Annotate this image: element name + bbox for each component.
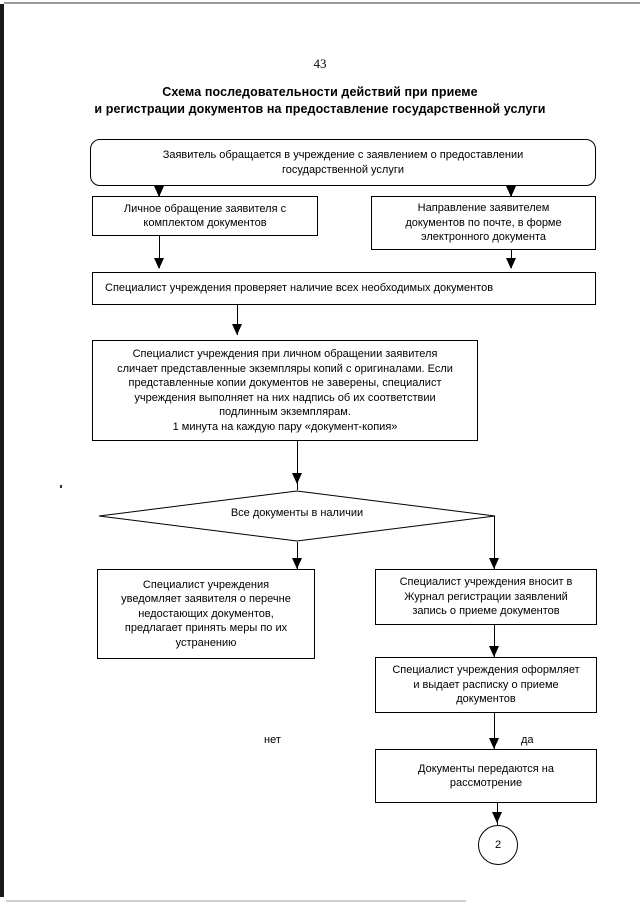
- flow-node-check-documents: Специалист учреждения проверяет наличие …: [92, 272, 596, 305]
- flow-node-mail-electronic-line-2: документов по почте, в форме: [405, 216, 562, 229]
- flow-node-transfer-review-line-1: Документы передаются на: [418, 762, 554, 775]
- flow-node-start: Заявитель обращается в учреждение с заяв…: [90, 139, 596, 186]
- flow-node-decision-all-documents: Все документы в наличии: [98, 490, 496, 542]
- flow-node-compare-copies-line-1: Специалист учреждения при личном обращен…: [132, 348, 438, 360]
- flow-node-compare-copies: Специалист учреждения при личном обращен…: [92, 340, 478, 441]
- flow-node-issue-receipt-line-2: и выдает расписку о приеме: [413, 678, 559, 691]
- arrowhead-start-to-personal-visit: [154, 186, 164, 197]
- flow-node-mail-electronic-line-1: Направление заявителем: [417, 202, 550, 215]
- arrowhead-decision-to-notify: [292, 558, 302, 569]
- diamond-shape: [98, 490, 496, 542]
- page-number: 43: [313, 56, 327, 71]
- arrowhead-register-to-receipt: [489, 646, 499, 657]
- flow-node-start-line-2: государственной услуги: [282, 163, 404, 176]
- flow-node-compare-copies-line-5: подлинным экземплярам.: [219, 406, 351, 418]
- connector-compare-to-decision: [297, 441, 298, 490]
- flow-node-compare-copies-line-6: 1 минута на каждую пару «документ-копия»: [172, 420, 398, 433]
- flow-node-transfer-review-line-2: рассмотрение: [449, 777, 523, 789]
- arrowhead-decision-to-register: [489, 558, 499, 569]
- branch-label-yes: да: [521, 734, 534, 746]
- arrowhead-personal-visit-to-check: [154, 258, 164, 269]
- arrowhead-mail-electronic-to-check: [506, 258, 516, 269]
- arrowhead-transfer-to-circle: [492, 812, 502, 823]
- flow-node-notify-missing-line-5: устранению: [175, 636, 237, 649]
- flow-node-notify-missing-line-1: Специалист учреждения: [142, 578, 270, 591]
- page-title-line-1: Схема последовательности действий при пр…: [162, 85, 478, 99]
- connector-personal-visit-to-check: [159, 236, 160, 268]
- flow-node-notify-missing-line-4: предлагает принять меры по их: [124, 622, 288, 635]
- scan-speck: [60, 485, 62, 488]
- connector-receipt-to-transfer: [494, 713, 495, 749]
- arrowhead-compare-to-decision: [292, 473, 302, 484]
- flow-node-personal-visit-line-1: Личное обращение заявителя с: [123, 202, 287, 215]
- flow-node-notify-missing: Специалист учреждения уведомляет заявите…: [97, 569, 315, 659]
- flow-node-start-line-1: Заявитель обращается в учреждение с заяв…: [162, 149, 524, 161]
- flow-node-compare-copies-line-2: сличает представленные экземпляры копий …: [117, 362, 453, 375]
- arrowhead-receipt-to-transfer: [489, 738, 499, 749]
- arrowhead-check-to-compare: [232, 324, 242, 335]
- flow-node-mail-electronic-line-3: электронного документа: [421, 231, 546, 244]
- flow-node-mail-electronic: Направление заявителем документов по поч…: [371, 196, 596, 250]
- flow-node-register-journal-line-1: Специалист учреждения вносит в: [399, 576, 573, 589]
- page-title-line-2: и регистрации документов на предоставлен…: [94, 102, 546, 116]
- flow-node-check-documents-line-1: Специалист учреждения проверяет наличие …: [105, 282, 494, 295]
- page-title: Схема последовательности действий при пр…: [70, 84, 570, 118]
- flow-node-issue-receipt: Специалист учреждения оформляет и выдает…: [375, 657, 597, 713]
- flow-node-register-journal-line-2: Журнал регистрации заявлений: [404, 590, 568, 603]
- scan-edge-left: [0, 4, 4, 897]
- flow-node-connector-2: 2: [478, 825, 518, 865]
- connector-register-to-receipt: [494, 625, 495, 657]
- flow-node-issue-receipt-line-1: Специалист учреждения оформляет: [392, 664, 580, 677]
- flow-node-personal-visit-line-2: комплектом документов: [143, 217, 267, 229]
- flow-node-register-journal-line-3: запись о приеме документов: [412, 605, 560, 618]
- scan-edge-bottom: [6, 900, 466, 902]
- flow-node-decision-label: Все документы в наличии: [230, 507, 364, 519]
- connector-check-to-compare: [237, 305, 238, 335]
- flow-node-issue-receipt-line-3: документов: [456, 693, 516, 706]
- flow-node-notify-missing-line-3: недостающих документов,: [138, 607, 274, 620]
- flow-node-notify-missing-line-2: уведомляет заявителя о перечне: [121, 593, 291, 606]
- flow-node-compare-copies-line-4: учреждения выполняет на них надпись об и…: [134, 391, 436, 404]
- flow-node-connector-2-label: 2: [494, 839, 502, 851]
- flow-node-register-journal: Специалист учреждения вносит в Журнал ре…: [375, 569, 597, 625]
- arrowhead-start-to-mail-electronic: [506, 186, 516, 197]
- connector-decision-to-register: [494, 516, 495, 570]
- scan-edge-top: [4, 2, 640, 4]
- flow-node-personal-visit: Личное обращение заявителя с комплектом …: [92, 196, 318, 236]
- flow-node-transfer-review: Документы передаются на рассмотрение: [375, 749, 597, 803]
- flow-node-compare-copies-line-3: представленные копии документов не завер…: [128, 377, 442, 389]
- connector-decision-to-notify: [297, 542, 298, 570]
- branch-label-no: нет: [264, 734, 281, 746]
